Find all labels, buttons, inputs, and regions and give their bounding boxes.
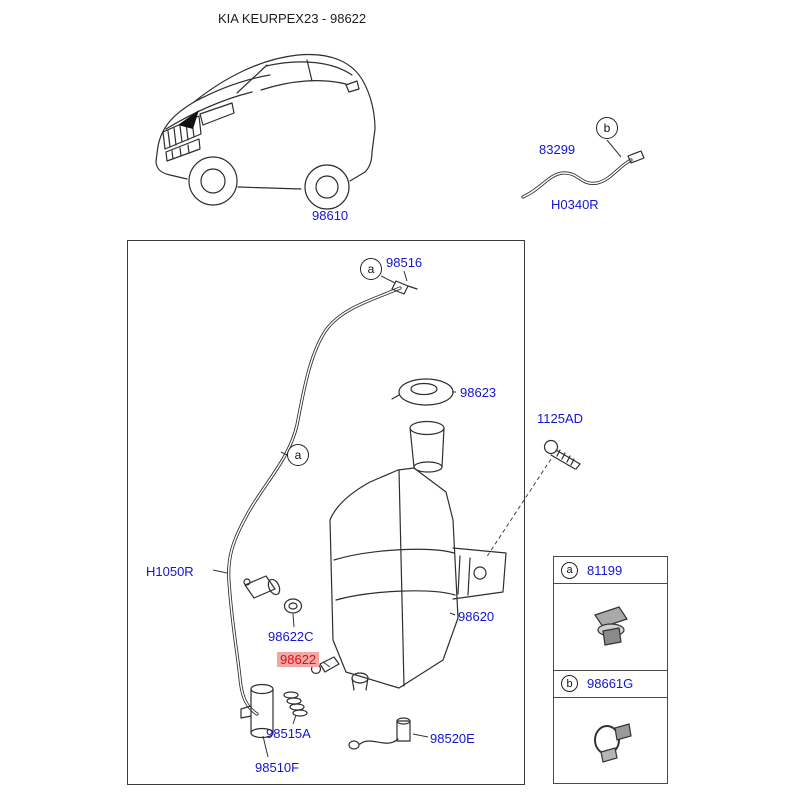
part-label-98510F[interactable]: 98510F [255,760,300,775]
car-sketch [155,53,376,210]
part-label-1125AD[interactable]: 1125AD [537,411,584,426]
part-label-81199[interactable]: 81199 [587,562,623,578]
cap-98623 [391,378,454,406]
callout-b-1: b [596,117,618,139]
legend-icon-cell-b [554,698,667,784]
legend-callout-b: b [561,675,578,692]
part-label-98520E[interactable]: 98520E [430,731,475,746]
callout-a-2-letter: a [294,448,302,462]
hose-83299 [521,139,645,199]
clip-icon-a [593,606,628,646]
reservoir-98620 [329,420,507,691]
part-label-83299[interactable]: 83299 [539,142,576,157]
callout-a-2: a [287,444,309,466]
leader-lines [212,270,456,758]
part-label-H0340R[interactable]: H0340R [551,197,599,212]
legend-row-b-header: b 98661G [554,671,667,698]
clip-icon-b [593,723,632,764]
legend-icon-cell-a [554,584,667,671]
part-label-98661G[interactable]: 98661G [587,676,634,691]
part-label-98516[interactable]: 98516 [386,255,423,270]
part-label-98620[interactable]: 98620 [458,609,495,624]
callout-a-1-letter: a [367,262,375,276]
location-arrow [178,110,199,129]
legend-callout-a-letter: a [566,564,573,576]
part-label-98610[interactable]: 98610 [312,208,349,223]
part-label-98623[interactable]: 98623 [460,385,497,400]
sensor-98520E [348,717,411,750]
legend-row-a-header: a 81199 [554,557,667,584]
legend-panel: a 81199 b 98661G [553,556,668,784]
page-title: KIA KEURPEX23 - 98622 [218,11,367,26]
bolt-1125AD [485,439,581,559]
part-label-98515A[interactable]: 98515A [266,726,311,741]
callout-b-1-letter: b [603,121,611,135]
callout-a-1: a [360,258,382,280]
legend-callout-b-letter: b [566,677,573,690]
part-label-98622C[interactable]: 98622C [268,629,314,644]
legend-callout-a: a [561,561,578,579]
part-label-H1050R[interactable]: H1050R [146,564,194,579]
part-label-98622-selected[interactable]: 98622 [277,652,320,667]
washer-hose [227,280,418,716]
